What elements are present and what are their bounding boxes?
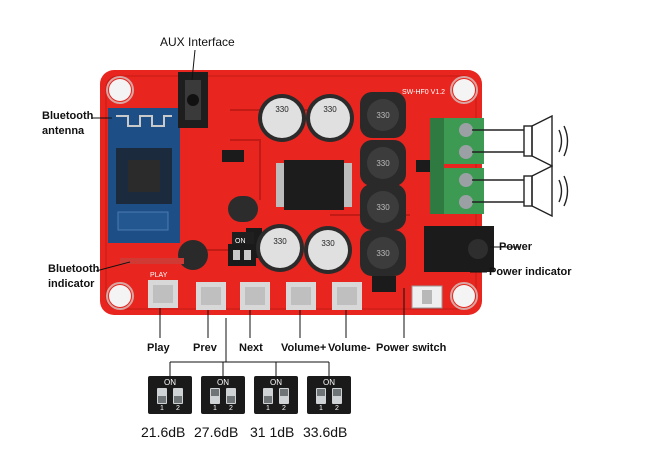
switch-on-label: ON xyxy=(217,378,229,387)
play-label: Play xyxy=(147,342,170,354)
gain-label-4: 33.6dB xyxy=(303,424,348,440)
cap-label: 330 xyxy=(273,237,287,246)
dip-print: ON xyxy=(235,238,246,245)
play-print: PLAY xyxy=(150,272,168,279)
volume-down-label: Volume- xyxy=(328,342,371,354)
switch-number: 2 xyxy=(176,405,180,412)
switch-slot-1 xyxy=(210,388,220,404)
bluetooth-antenna-label-2: antenna xyxy=(42,125,85,137)
gain-switch-2: ON 1 2 xyxy=(201,376,245,414)
switch-number: 1 xyxy=(266,405,270,412)
switch-knob xyxy=(227,396,235,403)
switch-number: 1 xyxy=(319,405,323,412)
switch-on-label: ON xyxy=(323,378,335,387)
push-buttons xyxy=(148,280,362,310)
leader-lines xyxy=(92,49,520,376)
board-print: SW-HF0 V1.2 PLAY ON xyxy=(150,89,445,279)
next-label: Next xyxy=(239,342,263,354)
bluetooth-module xyxy=(108,108,180,243)
switch-knob xyxy=(211,389,219,396)
power-jack xyxy=(411,226,494,309)
gain-switch-3: ON 1 2 xyxy=(254,376,298,414)
cap-label: 330 xyxy=(323,105,337,114)
gain-switch-4: ON 1 2 xyxy=(307,376,351,414)
gain-label-3: 31 1dB xyxy=(250,424,295,440)
inductor-label: 330 xyxy=(376,159,390,168)
onboard-dip-switch xyxy=(228,244,256,266)
switch-knob xyxy=(158,396,166,403)
switch-number: 1 xyxy=(213,405,217,412)
switch-knob xyxy=(174,396,182,403)
inductor-label: 330 xyxy=(376,111,390,120)
aux-interface-label: AUX Interface xyxy=(160,35,235,49)
volume-up-label: Volume+ xyxy=(281,342,327,354)
switch-knob xyxy=(317,389,325,396)
bluetooth-antenna-label-1: Bluetooth xyxy=(42,110,94,122)
bluetooth-indicator-label-1: Bluetooth xyxy=(48,263,100,275)
inductors xyxy=(360,92,406,276)
capacitors xyxy=(256,94,354,274)
component-print: 330 330 330 330 xyxy=(273,105,337,248)
switch-slot-2 xyxy=(173,388,183,404)
inductor-print: 330 330 330 330 xyxy=(376,111,390,258)
switch-knob xyxy=(280,389,288,396)
switch-number: 2 xyxy=(229,405,233,412)
bluetooth-indicator-label-2: indicator xyxy=(48,278,95,290)
power-switch-label: Power switch xyxy=(376,342,447,354)
inductor-label: 330 xyxy=(376,249,390,258)
power-label: Power xyxy=(499,241,533,253)
switch-on-label: ON xyxy=(164,378,176,387)
switch-slot-1 xyxy=(316,388,326,404)
speaker-terminals xyxy=(430,118,484,214)
amplifier-ic xyxy=(276,160,352,210)
speaker-icons xyxy=(472,114,569,218)
aux-jack xyxy=(178,72,208,128)
gain-label-1: 21.6dB xyxy=(141,424,186,440)
switch-slot-2 xyxy=(226,388,236,404)
switch-slot-1 xyxy=(263,388,273,404)
gain-label-2: 27.6dB xyxy=(194,424,239,440)
switch-knob xyxy=(333,389,341,396)
switch-knob xyxy=(264,396,272,403)
switch-on-label: ON xyxy=(270,378,282,387)
switch-number: 2 xyxy=(282,405,286,412)
switch-slot-2 xyxy=(279,388,289,404)
cap-label: 330 xyxy=(275,105,289,114)
switch-slot-1 xyxy=(157,388,167,404)
inductor-label: 330 xyxy=(376,203,390,212)
model-print: SW-HF0 V1.2 xyxy=(402,89,445,96)
gain-switch-1: ON 1 2 xyxy=(148,376,192,414)
prev-label: Prev xyxy=(193,342,217,354)
switch-number: 2 xyxy=(335,405,339,412)
power-indicator-label: Power indicator xyxy=(489,266,572,278)
switch-number: 1 xyxy=(160,405,164,412)
switch-slot-2 xyxy=(332,388,342,404)
cap-label: 330 xyxy=(321,239,335,248)
